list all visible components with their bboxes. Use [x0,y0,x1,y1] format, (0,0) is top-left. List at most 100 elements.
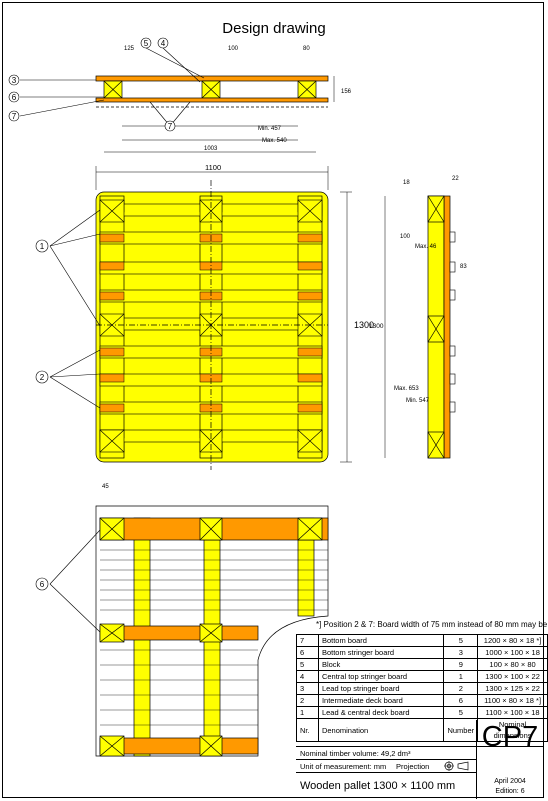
unit-label: Unit of measurement: mm [300,762,387,771]
stringer-crossing [297,261,323,271]
parts-cell-number: 5 [443,706,479,719]
drawing-code: CP7 [481,721,539,753]
dim-side-100: 100 [400,234,411,240]
parts-cell-nr: 6 [296,646,319,659]
timber-volume: Nominal timber volume: 49,2 dm³ [296,747,476,760]
dim-side-length: 1300 [369,323,384,330]
unit-row: Unit of measurement: mm Projection [296,760,476,773]
side-board-end [449,231,456,243]
parts-cell-denomination: Bottom board [317,634,445,647]
callouts [8,37,205,633]
callout-3: 3 [12,76,17,85]
dim-side-83: 83 [460,264,467,270]
dim-min-457: Min. 457 [258,126,282,132]
stringer-crossing [297,291,323,301]
stringer-crossing [99,233,125,243]
side-board-end [449,261,456,273]
code-box [476,720,545,799]
parts-cell-denomination: Lead & central deck board [317,706,445,719]
pallet-name: Wooden pallet 1300 × 1100 mm [300,780,456,792]
dimension-lines [95,76,386,463]
dim-top-100: 100 [228,46,239,52]
plan-top-view [95,180,329,470]
parts-cell-denomination: Intermediate deck board [317,694,445,707]
callout-1: 1 [40,242,45,251]
parts-cell-dimensions: 1000 × 100 × 18 [477,646,548,659]
dim-max-653: Max. 653 [394,386,419,392]
parts-cell-denomination: Lead top stringer board [317,682,445,695]
dim-max-540: Max. 540 [262,138,287,144]
header-denomination: Denomination [317,718,445,742]
stringer-crossing [99,373,125,383]
parts-cell-dimensions: 1200 × 80 × 18 *] [477,634,548,647]
note-text: *] Position 2 & 7: Board width of 75 mm … [316,620,548,629]
parts-cell-nr: 1 [296,706,319,719]
callout-6b: 6 [12,93,17,102]
dim-max-46: Max. 46 [415,244,437,250]
parts-cell-number: 6 [443,694,479,707]
parts-cell-dimensions: 1300 × 125 × 22 [477,682,548,695]
stringer-crossing [99,291,125,301]
parts-cell-denomination: Central top stringer board [317,670,445,683]
parts-cell-nr: 5 [296,658,319,671]
callout-2: 2 [40,373,45,382]
block-marker [99,429,125,453]
parts-cell-number: 5 [443,634,479,647]
dim-overall-width: 1100 [205,163,221,172]
parts-cell-number: 9 [443,658,479,671]
stringer-crossing [99,261,125,271]
parts-cell-nr: 7 [296,634,319,647]
drawing-date: April 2004 [494,778,526,785]
dim-min-547: Min. 547 [406,398,430,404]
dimension-labels: 1100 1300 1300 156 Min. 457 Max. 540 100… [102,46,467,490]
callout-6: 6 [40,580,45,589]
stringer-crossing [99,403,125,413]
stringer-crossing [297,403,323,413]
side-board-end [449,401,456,413]
parts-cell-nr: 3 [296,682,319,695]
header-number: Number [443,718,479,742]
parts-cell-number: 2 [443,682,479,695]
dim-overall-length: 1300 [354,320,374,330]
header-dimensions: Nominal dimensions [477,718,548,742]
projection-label: Projection [396,762,430,771]
parts-cell-number: 3 [443,646,479,659]
dim-bottom-45: 45 [102,484,109,490]
parts-cell-nr: 4 [296,670,319,683]
parts-cell-dimensions: 1300 × 100 × 22 [477,670,548,683]
callout-7b: 7 [168,122,173,131]
side-board-end [449,345,456,357]
block-marker [99,199,125,223]
dim-top-125: 125 [124,46,135,52]
front-elevation [95,75,329,108]
stringer-crossing [297,233,323,243]
callout-5: 5 [144,39,149,48]
header-nr: Nr. [296,718,319,742]
parts-cell-dimensions: 1100 × 80 × 18 *] [477,694,548,707]
parts-cell-dimensions: 1100 × 100 × 18 [477,706,548,719]
plan-bottom-view [95,505,329,757]
stringer-crossing [99,347,125,357]
parts-header-row: Nr. Denomination Number Nominal dimensio… [296,718,548,742]
page-title: Design drawing [222,20,326,37]
dim-block-height: 156 [341,89,352,95]
side-board-end [449,373,456,385]
stringer-crossing [297,373,323,383]
dim-top-80: 80 [303,46,310,52]
parts-cell-number: 1 [443,670,479,683]
dim-side-18: 18 [403,180,410,186]
dim-side-22: 22 [452,176,459,182]
callout-7: 7 [12,112,17,121]
side-elevation [427,195,456,459]
parts-cell-denomination: Bottom stringer board [317,646,445,659]
block-marker [297,199,323,223]
parts-cell-denomination: Block [317,658,445,671]
